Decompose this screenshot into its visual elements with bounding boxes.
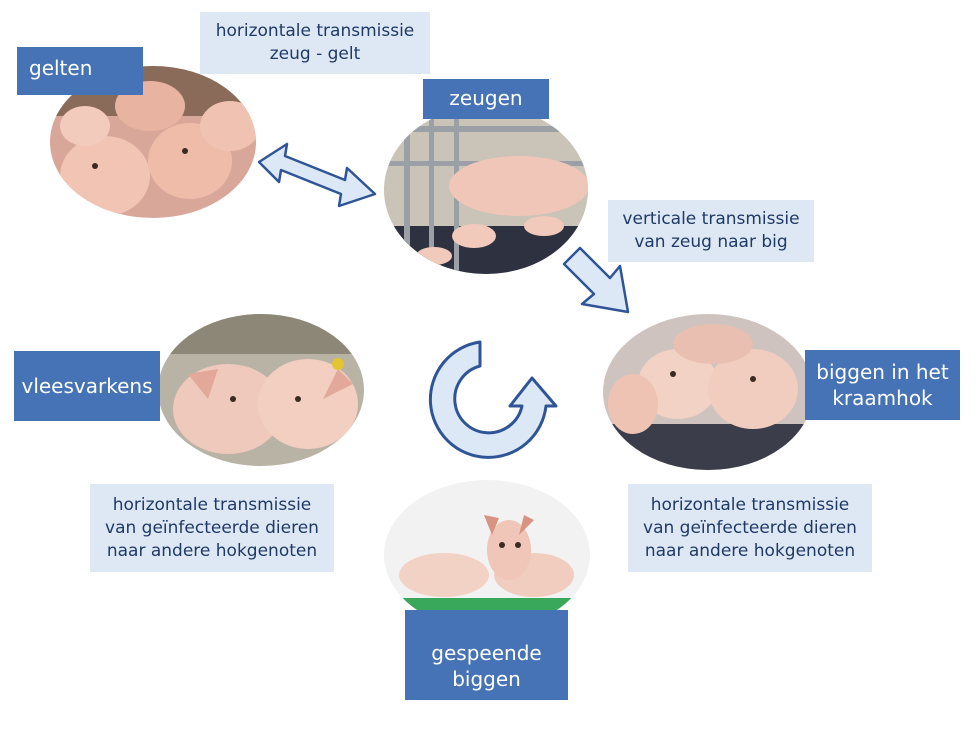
transmission-horizontal-left: horizontale transmissie van geïnfecteerd… <box>90 484 334 572</box>
transmission-vertical: verticale transmissie van zeug naar big <box>608 200 814 262</box>
vleesvarkens-photo <box>158 314 364 466</box>
stage-label-gelten: gelten <box>17 47 143 95</box>
transmission-horizontal-right: horizontale transmissie van geïnfecteerd… <box>628 484 872 572</box>
stage-label-biggen-kraamhok: biggen in het kraamhok <box>805 350 960 420</box>
stage-label-vleesvarkens: vleesvarkens <box>14 351 160 421</box>
diagonal-arrow-icon <box>562 246 630 314</box>
cycle-arrow-icon <box>428 340 558 459</box>
transmission-horizontal-top: horizontale transmissie zeug - gelt <box>200 12 430 74</box>
biggen-kraamhok-photo <box>603 314 813 470</box>
double-arrow-icon <box>257 142 377 208</box>
stage-label-gespeende-biggen: gespeende biggen <box>405 610 568 700</box>
zeugen-photo <box>384 106 588 274</box>
stage-label-zeugen: zeugen <box>423 79 549 119</box>
gespeende-biggen-photo <box>384 480 590 630</box>
